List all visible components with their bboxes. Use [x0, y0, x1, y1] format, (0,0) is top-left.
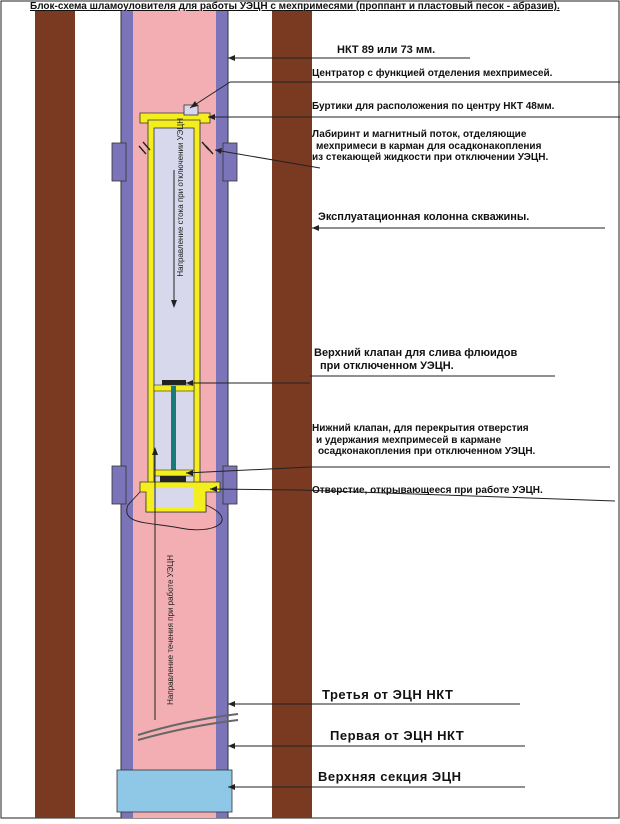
upper-valve-disc [162, 380, 186, 385]
diagram-shape [186, 470, 193, 476]
label-upper-valve-line-2: при отключенном УЭЦН. [320, 359, 454, 372]
diagram-title: Блок-схема шламоуловителя для работы УЭЦ… [30, 1, 560, 12]
leader-line [209, 488, 301, 491]
label-centrator: Центратор с функцией отделения мехпримес… [312, 68, 553, 79]
tubing-wall-left [121, 10, 133, 818]
label-labyrinth-line-2: мехпримеси в карман для осадконакопления [316, 140, 542, 152]
diagram-shape [208, 114, 215, 120]
power-cable-1 [137, 713, 239, 736]
leader-line [214, 149, 321, 169]
valve-stem [171, 386, 176, 472]
coupling-upper-right [222, 142, 238, 182]
label-upper-valve-line-1: Верхний клапан для слива флюидов [314, 347, 518, 359]
label-casing: Эксплуатационная колонна скважины. [318, 211, 530, 223]
flow-arrow-on-head [152, 447, 158, 455]
diagram-shape [210, 486, 217, 492]
diagram-shape [215, 148, 222, 154]
leader-line [299, 489, 616, 502]
label-burtiki: Буртики для расположения по центру НКТ 4… [312, 101, 555, 112]
flow-label-off: Направление стока при отключении УЭЦН [176, 118, 185, 277]
label-lower-valve-line-1: Нижний клапан, для перекрытия отверстия [312, 423, 529, 434]
labyrinth-left [138, 141, 151, 155]
label-upper-section: Верхняя секция ЭЦН [318, 769, 462, 784]
label-opening: Отверстие, открывающееся при работе УЭЦН… [312, 485, 543, 496]
flow-arrow-off-head [171, 300, 177, 308]
diagram-shape [312, 225, 319, 231]
label-upper-valve: Верхний клапан для слива флюидов при отк… [314, 347, 517, 372]
label-third-nkt: Третья от ЭЦН НКТ [322, 687, 454, 702]
pump-section [116, 769, 233, 813]
power-cable-2 [137, 719, 239, 741]
leader-line [185, 466, 311, 474]
diagram-shape [228, 55, 235, 61]
diagram-shape [190, 101, 198, 108]
label-labyrinth-line-3: из стекающей жидкости при отключении УЭЦ… [312, 152, 549, 163]
labyrinth-right [201, 141, 214, 155]
leader-lines [185, 57, 620, 788]
diagram-shape [228, 743, 235, 749]
lower-valve-disc [160, 476, 186, 482]
label-nkt: НКТ 89 или 73 мм. [337, 44, 436, 56]
flow-loop [126, 491, 223, 531]
label-lower-valve-line-2: и удержания мехпримесей в кармане [316, 434, 502, 446]
casing-wall-left [35, 10, 75, 818]
flow-label-on: Направление течения при работе УЭЦН [166, 555, 175, 705]
centrator-cap [183, 104, 199, 116]
label-lower-valve: Нижний клапан, для перекрытия отверстия … [312, 423, 535, 458]
diagram-shape [228, 701, 235, 707]
leader-arrowheads [186, 55, 319, 790]
label-labyrinth-line-1: Лабиринт и магнитный поток, отделяющие [312, 129, 527, 140]
coupling-lower-right [222, 465, 238, 505]
coupling-lower-left [111, 465, 127, 505]
tubing-wall-right [216, 10, 228, 818]
casing-wall-right [272, 10, 312, 818]
coupling-upper-left [111, 142, 127, 182]
label-first-nkt: Первая от ЭЦН НКТ [330, 728, 465, 743]
diagram-shape [186, 380, 193, 386]
diagram-shape [228, 784, 235, 790]
label-lower-valve-line-3: осадконакопления при отключенном УЭЦН. [318, 446, 536, 457]
settling-pocket-inner [154, 488, 194, 508]
leader-line [189, 81, 231, 109]
label-labyrinth: Лабиринт и магнитный поток, отделяющие м… [312, 129, 548, 164]
